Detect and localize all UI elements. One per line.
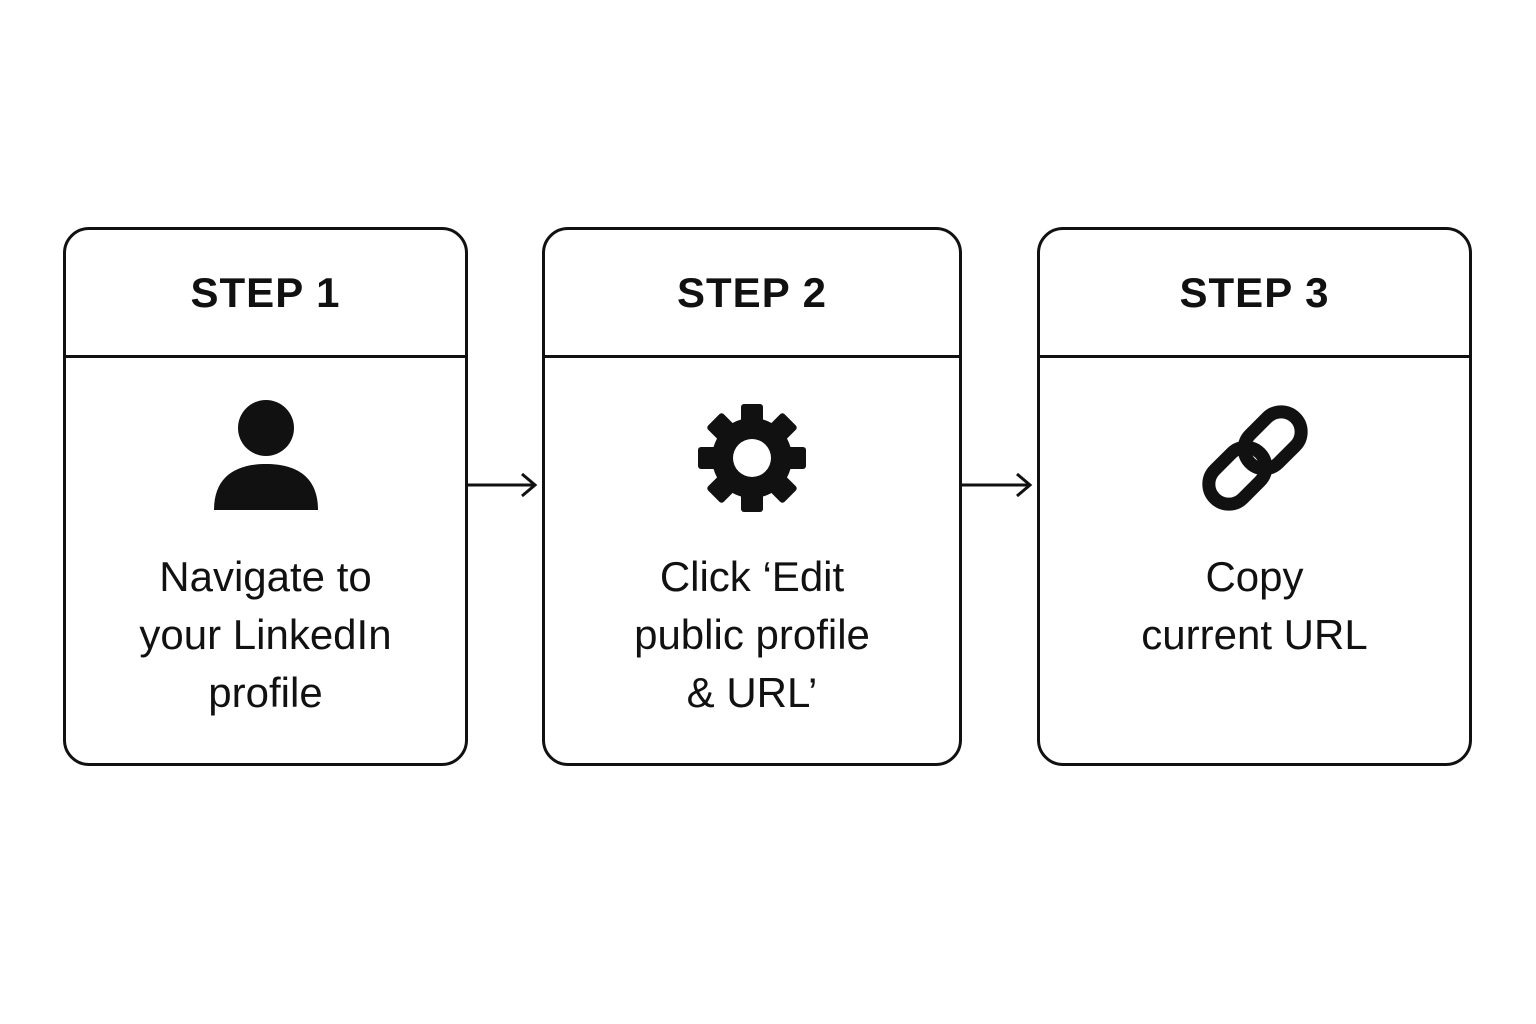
person-icon	[206, 398, 326, 518]
step-2-header: STEP 2	[545, 230, 959, 358]
gear-icon	[692, 398, 812, 518]
step-3-title: STEP 3	[1179, 268, 1330, 316]
step-2-title: STEP 2	[677, 268, 827, 316]
step-2-line-1: Click ‘Edit	[659, 553, 845, 600]
step-2-line-2: public profile	[634, 611, 870, 658]
arrow-right-icon	[962, 470, 1037, 500]
step-3-line-1: Copy	[1205, 553, 1304, 600]
step-3-description: Copy current URL	[1050, 548, 1459, 664]
link-icon	[1195, 398, 1315, 518]
step-1-title: STEP 1	[190, 268, 341, 316]
step-3-line-2: current URL	[1141, 611, 1368, 658]
step-2-card: STEP 2 Click ‘Edit public profile & URL’	[542, 227, 962, 766]
arrow-right-icon	[468, 470, 542, 500]
step-3-card: STEP 3 Copy current URL	[1037, 227, 1472, 766]
step-1-header: STEP 1	[66, 230, 465, 358]
step-1-line-3: profile	[208, 669, 323, 716]
step-3-header: STEP 3	[1040, 230, 1469, 358]
step-1-description: Navigate to your LinkedIn profile	[76, 548, 455, 722]
step-1-card: STEP 1 Navigate to your LinkedIn profile	[63, 227, 468, 766]
step-1-line-1: Navigate to	[159, 553, 372, 600]
step-2-line-3: & URL’	[686, 669, 818, 716]
step-1-line-2: your LinkedIn	[139, 611, 392, 658]
step-2-description: Click ‘Edit public profile & URL’	[555, 548, 949, 722]
